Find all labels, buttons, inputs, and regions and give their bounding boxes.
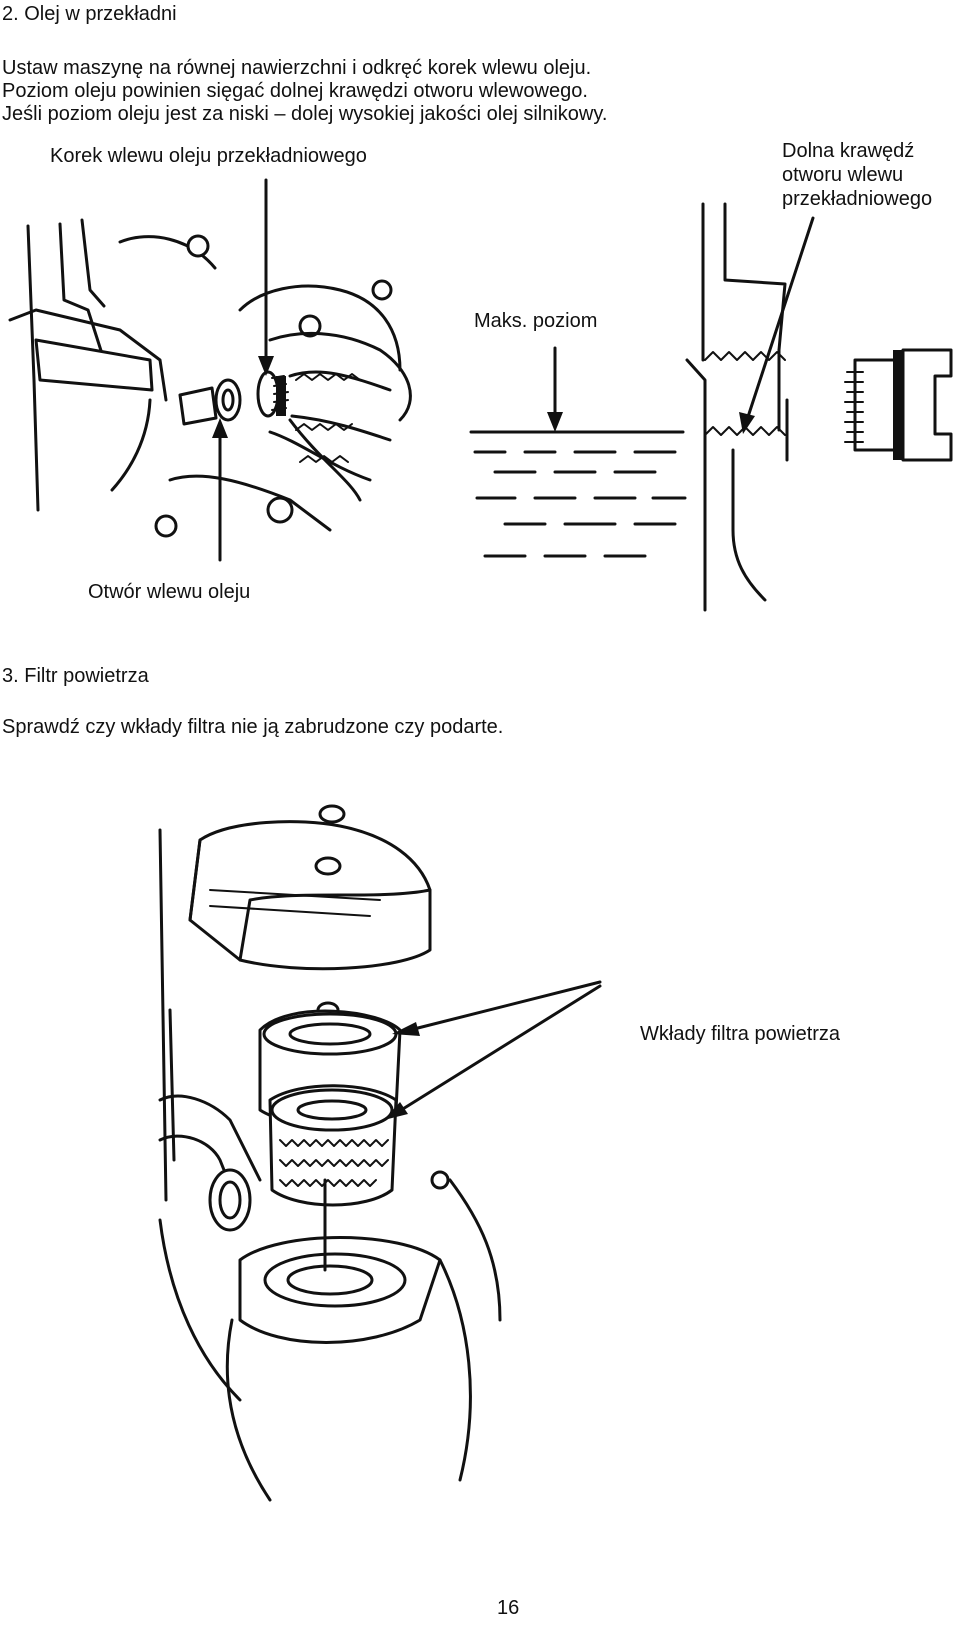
instruction-line-3: Jeśli poziom oleju jest za niski – dolej…	[2, 103, 608, 125]
oil-level-cross-section	[469, 202, 953, 612]
lower-edge-label-1: Dolna krawędź	[782, 140, 915, 162]
filler-plug-label: Korek wlewu oleju przekładniowego	[50, 145, 367, 167]
max-level-label: Maks. poziom	[474, 310, 598, 332]
lower-edge-label-3: przekładniowego	[782, 188, 933, 210]
lower-edge-label-2: otworu wlewu	[782, 164, 904, 186]
section-heading-air-filter: 3. Filtr powietrza	[2, 665, 149, 687]
section-heading-oil: 2. Olej w przekładni	[2, 3, 177, 25]
instruction-air-filter: Sprawdź czy wkłady filtra nie ją zabrudz…	[2, 716, 504, 738]
page-number: 16	[497, 1597, 520, 1619]
filler-hole-label: Otwór wlewu oleju	[88, 581, 251, 603]
gearbox-filler-illustration	[8, 178, 412, 562]
air-filter-exploded-illustration	[158, 804, 602, 1502]
instruction-line-1: Ustaw maszynę na równej nawierzchni i od…	[2, 57, 592, 79]
filter-elements-label: Wkłady filtra powietrza	[640, 1023, 841, 1045]
instruction-line-2: Poziom oleju powinien sięgać dolnej kraw…	[2, 80, 588, 102]
